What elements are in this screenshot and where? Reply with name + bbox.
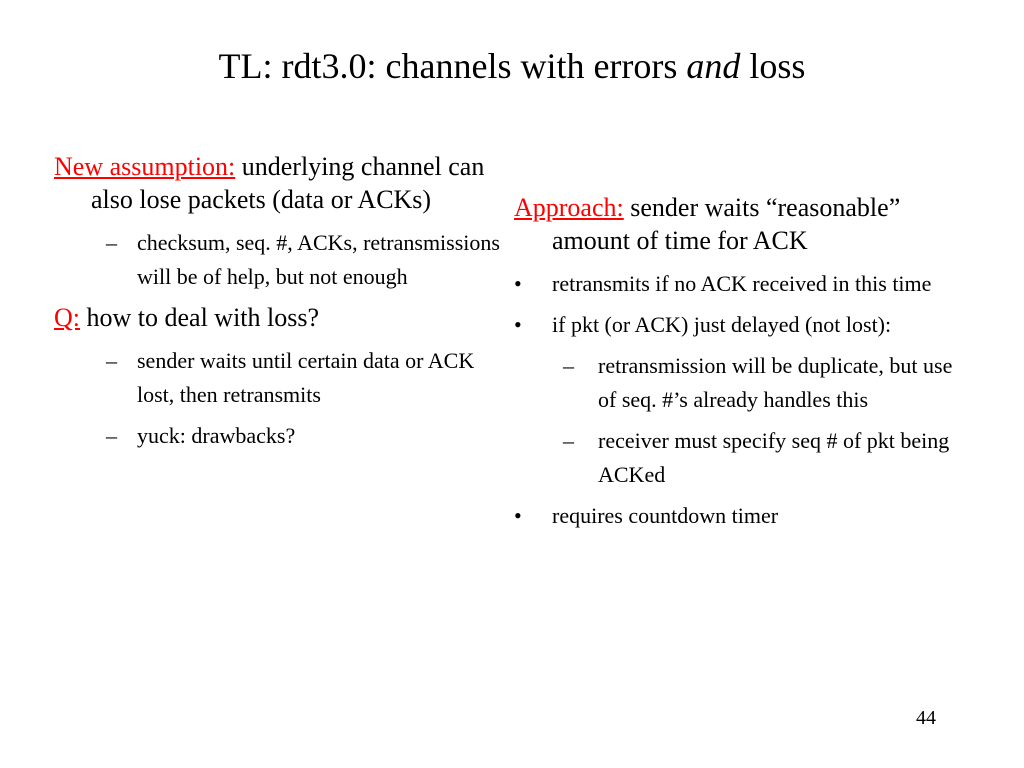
sub-item-text: checksum, seq. #, ACKs, retransmissions …	[137, 230, 500, 289]
sub-item: –yuck: drawbacks?	[54, 419, 504, 453]
dash-marker: –	[106, 423, 117, 448]
approach-paragraph: Approach: sender waits “reasonable” amou…	[514, 191, 954, 257]
bullet-item: • requires countdown timer	[514, 499, 954, 533]
sub-item: –retransmission will be duplicate, but u…	[514, 349, 954, 417]
approach-label: Approach:	[514, 193, 624, 222]
question-paragraph: Q: how to deal with loss?	[54, 301, 504, 334]
dash-marker: –	[563, 428, 574, 453]
bullet-marker: •	[514, 271, 522, 296]
new-assumption-label: New assumption:	[54, 152, 236, 181]
sub-item: –receiver must specify seq # of pkt bein…	[514, 424, 954, 492]
bullet-item-text: retransmits if no ACK received in this t…	[552, 271, 932, 296]
title-suffix: loss	[740, 46, 806, 86]
title-emphasis: and	[686, 46, 741, 86]
question-text: how to deal with loss?	[80, 303, 320, 332]
dash-marker: –	[563, 353, 574, 378]
slide-title: TL: rdt3.0: channels with errors and los…	[0, 44, 1024, 88]
bullet-marker: •	[514, 503, 522, 528]
sub-item-text: sender waits until certain data or ACK l…	[137, 348, 475, 407]
approach-text: sender waits “reasonable” amount of time…	[552, 193, 901, 255]
question-label: Q:	[54, 303, 80, 332]
sub-item: –checksum, seq. #, ACKs, retransmissions…	[54, 226, 504, 294]
sub-item: –sender waits until certain data or ACK …	[54, 344, 504, 412]
bullet-item-text: if pkt (or ACK) just delayed (not lost):	[552, 312, 892, 337]
bullet-item: • if pkt (or ACK) just delayed (not lost)…	[514, 308, 954, 342]
new-assumption-paragraph: New assumption: underlying channel can a…	[54, 150, 504, 216]
new-assumption-text: underlying channel can also lose packets…	[91, 152, 485, 214]
page-number: 44	[916, 707, 936, 729]
sub-item-text: retransmission will be duplicate, but us…	[598, 353, 953, 412]
bullet-item: • retransmits if no ACK received in this …	[514, 267, 954, 301]
title-prefix: TL: rdt3.0: channels with errors	[218, 46, 687, 86]
dash-marker: –	[106, 230, 117, 255]
sub-item-text: receiver must specify seq # of pkt being…	[598, 428, 950, 487]
left-column: New assumption: underlying channel can a…	[54, 150, 504, 460]
sub-item-text: yuck: drawbacks?	[137, 423, 296, 448]
bullet-marker: •	[514, 312, 522, 337]
dash-marker: –	[106, 348, 117, 373]
right-column: Approach: sender waits “reasonable” amou…	[514, 191, 954, 540]
bullet-item-text: requires countdown timer	[552, 503, 779, 528]
